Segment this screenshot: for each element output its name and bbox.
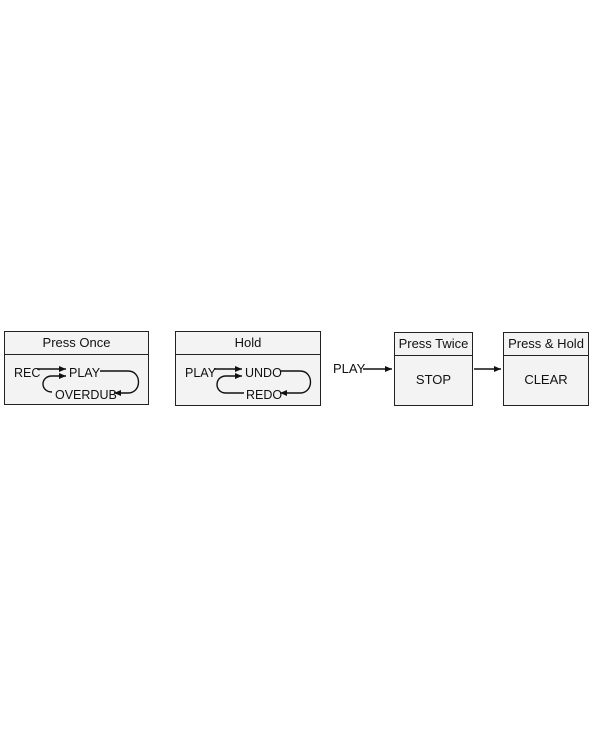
hold-header: Hold (176, 332, 320, 355)
play-label: PLAY (69, 366, 101, 380)
clear-label: CLEAR (524, 372, 568, 387)
redo-label: REDO (246, 388, 283, 402)
overdub-label: OVERDUB (55, 388, 117, 402)
stop-label: STOP (415, 372, 452, 387)
press-once-box: Press Once REC PLAY OVERDUB (4, 331, 149, 405)
standalone-play-label: PLAY (333, 361, 366, 376)
undo-label: UNDO (245, 366, 282, 380)
hold-play-label: PLAY (185, 366, 217, 380)
hold-box: Hold PLAY UNDO REDO (175, 331, 321, 406)
rec-label: REC (14, 366, 41, 380)
press-and-hold-header: Press & Hold (504, 333, 588, 356)
press-twice-header: Press Twice (395, 333, 472, 356)
press-and-hold-box: Press & Hold CLEAR (503, 332, 589, 406)
press-once-header: Press Once (5, 332, 148, 355)
press-twice-box: Press Twice STOP (394, 332, 473, 406)
